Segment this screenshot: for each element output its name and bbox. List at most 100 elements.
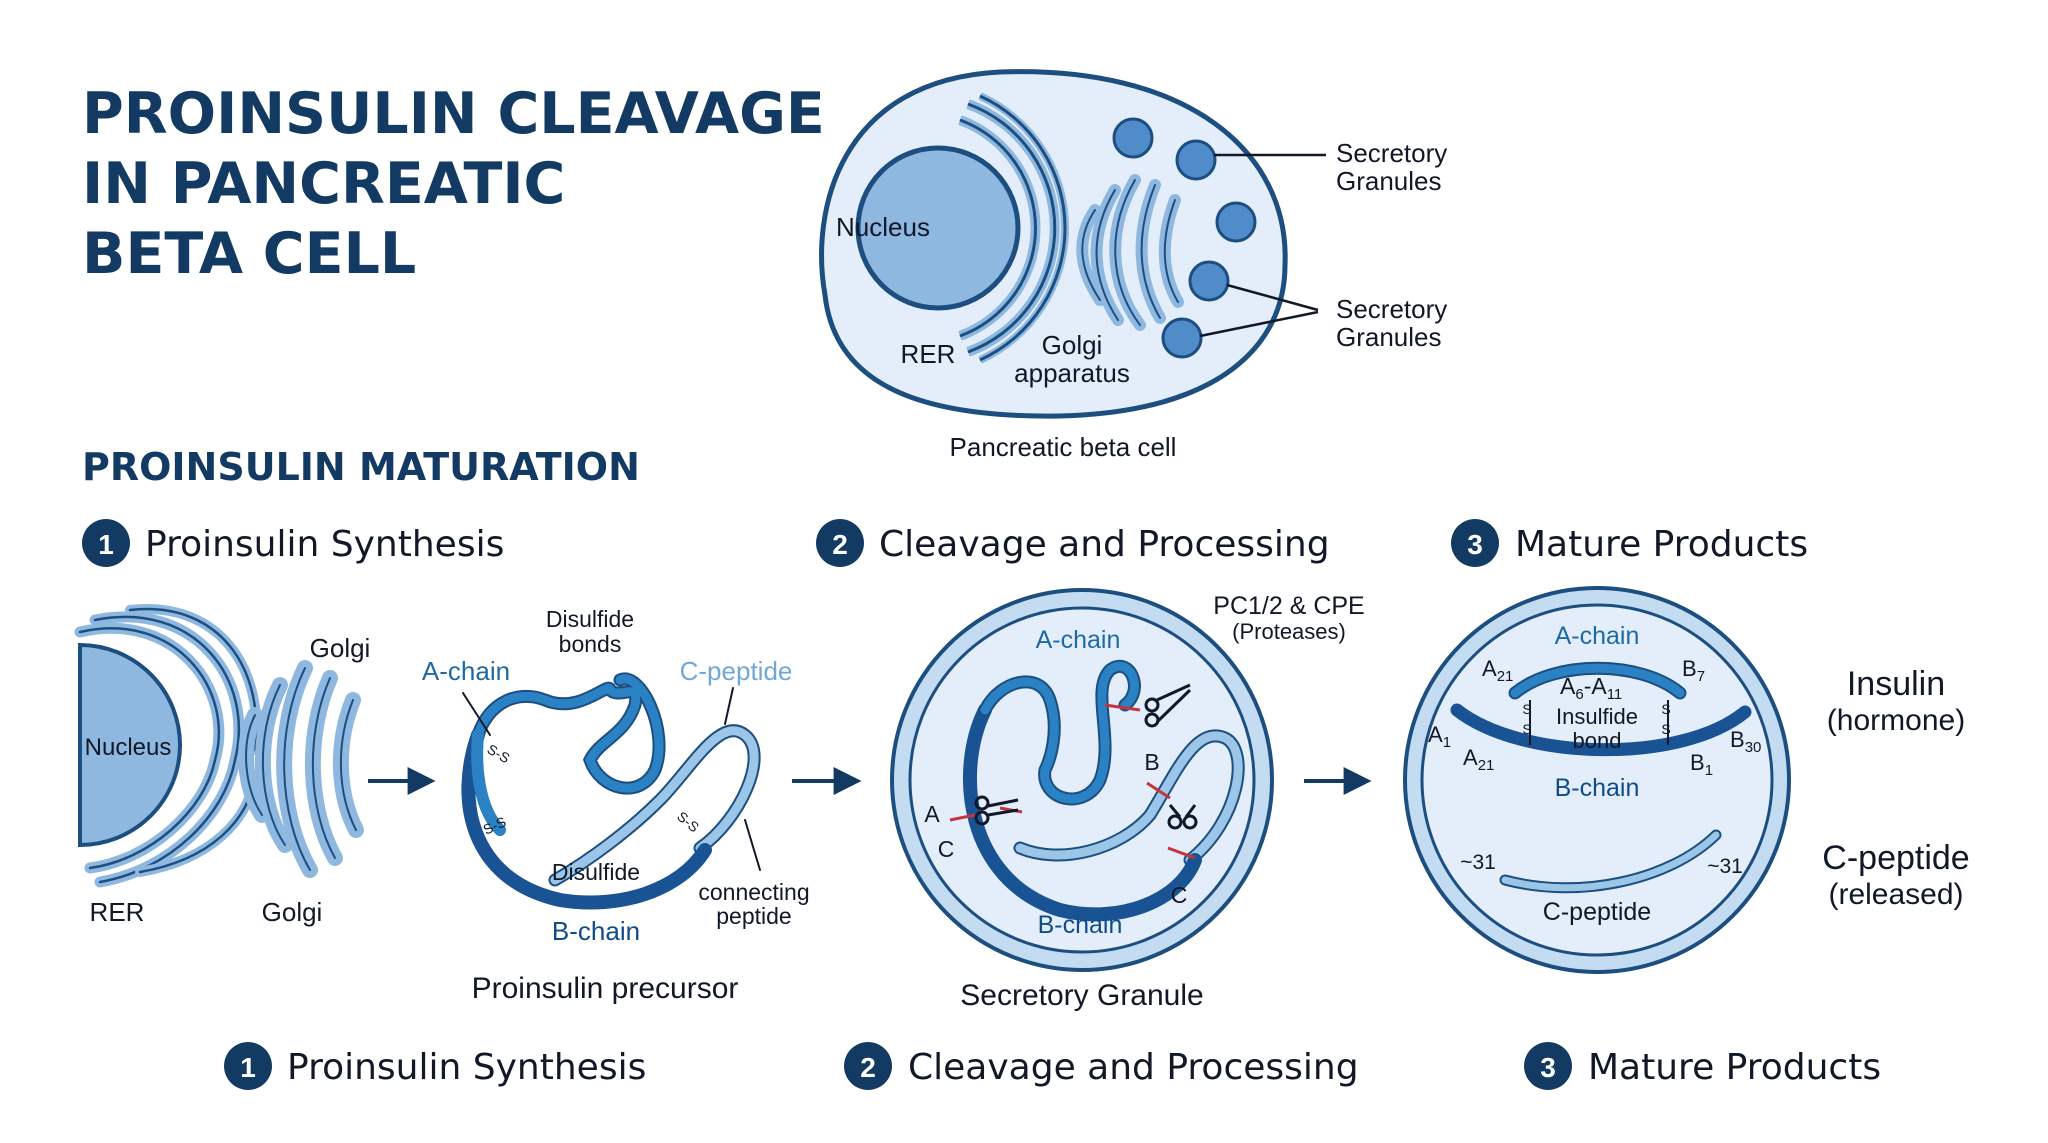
title-line-1: PROINSULIN CLEAVAGE xyxy=(82,81,825,147)
panel1-nucleus-label: Nucleus xyxy=(85,734,172,761)
step-2-footer-label: Cleavage and Processing xyxy=(908,1047,1359,1088)
panel-proinsulin-precursor: S-S S-S S-S xyxy=(461,672,761,910)
b7-label: B7 xyxy=(1682,656,1705,685)
disulfide-bonds-label-1: Disulfide xyxy=(546,606,634,632)
granule-inner xyxy=(908,606,1256,954)
step-3-heading: 3 Mature Products xyxy=(1451,519,1808,567)
granule xyxy=(1188,260,1230,302)
beta-cell-illustration: Nucleus RER Golgi apparatus Secretory Gr… xyxy=(819,69,1447,462)
site-a-label: A xyxy=(924,801,940,827)
granules-label-2a: Secretory xyxy=(1336,294,1447,324)
a1-label: A1 xyxy=(1428,722,1451,751)
b1-label: B1 xyxy=(1690,750,1713,779)
insulfide-label-1: Insulfide xyxy=(1556,704,1638,729)
nucleus xyxy=(855,145,1021,311)
step-1-number: 1 xyxy=(98,529,114,560)
title-line-3: BETA CELL xyxy=(82,221,416,287)
section-title: PROINSULIN MATURATION xyxy=(82,445,640,489)
step-1-footer: 1 Proinsulin Synthesis xyxy=(224,1042,646,1090)
panel1-golgi-top-label: Golgi xyxy=(310,633,371,663)
rer-membranes xyxy=(958,92,1069,364)
site-c1-label: C xyxy=(938,836,955,862)
panel-mature-products: S S S S A-chain B-chain C-peptide Insulf… xyxy=(1403,586,1791,974)
step-3-number: 3 xyxy=(1467,529,1483,560)
granules-label-2b: Granules xyxy=(1336,322,1442,352)
panel3-a-chain-label: A-chain xyxy=(1036,626,1121,654)
insulin-b-chain xyxy=(1450,703,1752,757)
step-headings-bottom: 1 Proinsulin Synthesis 2 Cleavage and Pr… xyxy=(224,1042,1881,1090)
panel2-b-chain-label: B-chain xyxy=(552,916,640,946)
insulin-disulfide-bonds xyxy=(1529,700,1669,745)
step-1-footer-number: 1 xyxy=(240,1052,256,1083)
granules-label-1b: Granules xyxy=(1336,166,1442,196)
granule xyxy=(1112,117,1154,159)
s-label: S xyxy=(1661,721,1670,737)
site-c2-label: C xyxy=(1171,882,1188,908)
step-2-footer: 2 Cleavage and Processing xyxy=(844,1042,1359,1090)
granule xyxy=(1175,139,1217,181)
ss-bond-3: S-S xyxy=(674,808,702,835)
panel2-caption: Proinsulin precursor xyxy=(472,972,739,1005)
step-1-footer-label: Proinsulin Synthesis xyxy=(287,1047,646,1088)
s-label: S xyxy=(1522,701,1531,717)
panel4-c-peptide-label: C-peptide xyxy=(1543,898,1651,926)
enzymes-label-1: PC1/2 & CPE xyxy=(1213,592,1364,620)
insulfide-label-2: bond xyxy=(1573,728,1622,753)
panel2-c-peptide-label: C-peptide xyxy=(680,656,793,686)
panel2-disulfide-label: Disulfide xyxy=(552,859,640,885)
panel4-a-chain-label: A-chain xyxy=(1555,622,1640,650)
main-title: PROINSULIN CLEAVAGE IN PANCREATIC BETA C… xyxy=(82,81,825,287)
b30-label: B30 xyxy=(1730,727,1761,756)
granule xyxy=(1161,317,1203,359)
connecting-peptide-label-1: connecting xyxy=(698,879,809,905)
panel-synthesis: Nucleus Golgi RER Golgi xyxy=(74,604,371,927)
scissors-icon xyxy=(974,795,1019,826)
a21-bottom-label: A21 xyxy=(1463,745,1494,774)
beta-cell-golgi-label-2: apparatus xyxy=(1014,358,1130,388)
c-peptide-right-residue: ~31 xyxy=(1707,855,1743,878)
secretory-granules xyxy=(1112,117,1257,359)
step-1-label: Proinsulin Synthesis xyxy=(145,524,504,565)
disulfide-bonds-label-2: bonds xyxy=(559,631,622,657)
panel3-b-chain-label: B-chain xyxy=(1038,911,1123,939)
panel2-a-chain-label: A-chain xyxy=(422,656,510,686)
step-2-number: 2 xyxy=(832,529,848,560)
a21-top-label: A21 xyxy=(1482,656,1513,685)
a6-label: A6-A11 xyxy=(1560,673,1622,703)
panel1-rer-label: RER xyxy=(90,897,145,927)
panel1-nucleus xyxy=(78,642,182,848)
beta-cell-caption: Pancreatic beta cell xyxy=(950,432,1177,462)
beta-cell-nucleus-label: Nucleus xyxy=(836,212,930,242)
enzymes-label-2: (Proteases) xyxy=(1232,619,1346,644)
b-chain-strand xyxy=(461,728,712,910)
c-peptide-left-residue: ~31 xyxy=(1460,851,1496,874)
c-peptide-product-label: C-peptide xyxy=(1822,839,1969,877)
step-3-footer-number: 3 xyxy=(1540,1052,1556,1083)
product-labels: Insulin (hormone) C-peptide (released) xyxy=(1822,665,1969,911)
step-3-footer: 3 Mature Products xyxy=(1524,1042,1881,1090)
step-2-footer-number: 2 xyxy=(860,1052,876,1083)
insulin-label: Insulin xyxy=(1847,665,1945,703)
cleavage-sites xyxy=(949,703,1196,860)
golgi-apparatus xyxy=(1076,174,1184,331)
step-2-heading: 2 Cleavage and Processing xyxy=(816,519,1330,567)
scissors-icon xyxy=(1167,804,1198,830)
panel-cleavage-granule: PC1/2 & CPE (Proteases) A-chain B-chain … xyxy=(890,588,1365,1012)
granules-label-1a: Secretory xyxy=(1336,138,1447,168)
step-headings-top: 1 Proinsulin Synthesis 2 Cleavage and Pr… xyxy=(82,519,1808,567)
site-b-label: B xyxy=(1144,749,1159,775)
title-line-2: IN PANCREATIC xyxy=(82,151,565,217)
panel4-b-chain-label: B-chain xyxy=(1555,774,1640,802)
panel3-caption: Secretory Granule xyxy=(960,979,1203,1012)
granule-b-chain xyxy=(963,703,1202,922)
beta-cell-rer-label: RER xyxy=(901,339,956,369)
scissors-icon xyxy=(1144,683,1192,728)
granule xyxy=(1215,201,1257,243)
s-label: S xyxy=(1661,701,1670,717)
step-1-heading: 1 Proinsulin Synthesis xyxy=(82,519,504,567)
beta-cell-golgi-label-1: Golgi xyxy=(1042,330,1103,360)
step-3-footer-label: Mature Products xyxy=(1588,1047,1881,1088)
ss-bond-1: S-S xyxy=(485,741,513,767)
step-2-label: Cleavage and Processing xyxy=(879,524,1330,565)
